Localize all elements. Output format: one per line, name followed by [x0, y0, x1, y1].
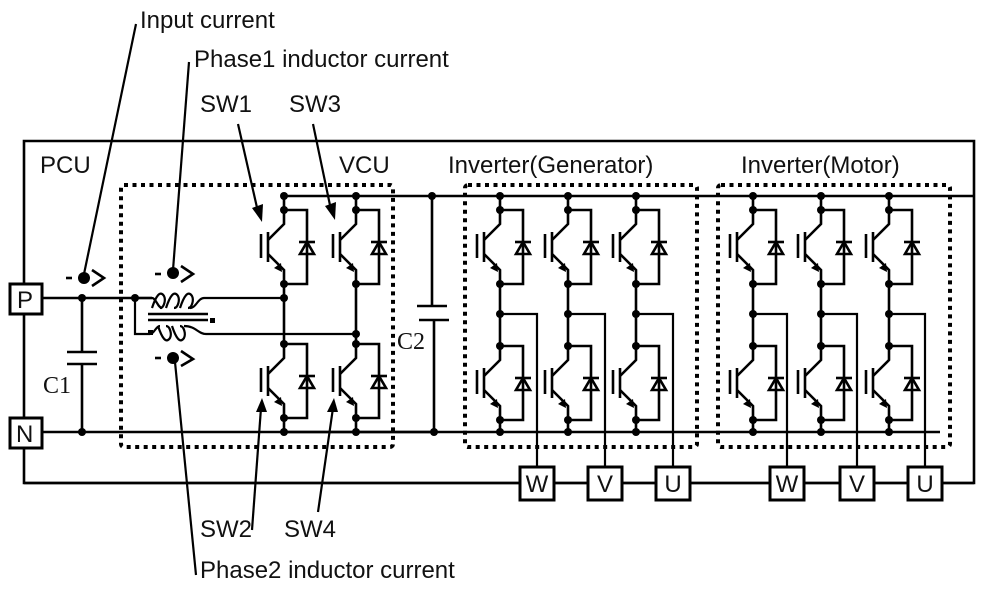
diode-icon [581, 375, 601, 392]
terminal-label: V [597, 471, 613, 498]
sw3-igbt [331, 206, 389, 288]
diode-icon [649, 375, 669, 392]
annotation-leaders [82, 23, 338, 576]
inverter-motor-leg [864, 192, 927, 467]
pcu-label: PCU [40, 152, 91, 179]
input-current-label: Input current [140, 7, 275, 34]
coupled-inductor [131, 292, 356, 342]
diode-icon [513, 375, 533, 392]
terminal-label: V [849, 471, 865, 498]
inverter-generator-dotted-box [463, 183, 699, 449]
sw3-label: SW3 [289, 91, 341, 118]
switch-legs [259, 192, 927, 467]
sw2-label: SW2 [200, 516, 252, 543]
inverter-generator-lower-igbt [475, 342, 533, 424]
sw2-igbt [259, 340, 317, 422]
inverter-generator-label: Inverter(Generator) [448, 152, 653, 179]
inverter-generator-lower-igbt [543, 342, 601, 424]
inverter-motor-upper-igbt [864, 206, 922, 288]
terminal-motor-u: U [906, 465, 944, 502]
inverter-motor-upper-igbt [796, 206, 854, 288]
inverter-motor-lower-igbt [728, 342, 786, 424]
inverter-motor-upper-igbt [728, 206, 786, 288]
terminal-motor-v: V [838, 465, 876, 502]
terminal-p-label: P [17, 287, 33, 314]
inverter-motor-dotted-box [716, 183, 952, 449]
sw1-label: SW1 [200, 91, 252, 118]
terminal-n: N [8, 416, 44, 450]
inverter-motor-leg [728, 192, 789, 467]
vcu-leg [331, 192, 389, 436]
phase2-current-label: Phase2 inductor current [200, 557, 455, 584]
terminal-label: W [526, 471, 549, 498]
diode-icon [369, 239, 389, 256]
terminal-generator-v: V [586, 465, 624, 502]
diode-icon [834, 239, 854, 256]
vcu-dotted-box [119, 183, 395, 449]
vcu-label: VCU [339, 152, 390, 179]
input-current-arrow [66, 268, 107, 288]
phase2-current-arrow [155, 349, 196, 368]
sw4-igbt [331, 340, 389, 422]
terminal-p: P [8, 282, 44, 316]
terminal-label: U [664, 471, 681, 498]
inverter-generator-upper-igbt [543, 206, 601, 288]
phase1-current-arrow [155, 264, 196, 284]
diode-icon [766, 375, 786, 392]
diode-icon [766, 239, 786, 256]
terminal-generator-u: U [654, 465, 692, 502]
diode-icon [902, 375, 922, 392]
diode-icon [297, 239, 317, 256]
phase1-current-label: Phase1 inductor current [194, 46, 449, 73]
terminal-motor-w: W [768, 465, 806, 502]
inverter-motor-label: Inverter(Motor) [741, 152, 900, 179]
inverter-generator-leg [611, 192, 675, 467]
sw1-igbt [259, 206, 317, 288]
diode-icon [581, 239, 601, 256]
terminal-n-label: N [16, 421, 33, 448]
diode-icon [369, 373, 389, 390]
vcu-leg [259, 192, 317, 436]
inverter-motor-lower-igbt [864, 342, 922, 424]
diode-icon [834, 375, 854, 392]
terminal-generator-w: W [518, 465, 556, 502]
terminal-label: U [916, 471, 933, 498]
c1-label: C1 [43, 373, 71, 399]
diode-icon [513, 239, 533, 256]
inverter-generator-leg [543, 192, 607, 467]
diode-icon [902, 239, 922, 256]
inverter-generator-leg [475, 192, 539, 467]
inverter-generator-upper-igbt [611, 206, 669, 288]
dc-bus [284, 192, 974, 436]
inverter-generator-upper-igbt [475, 206, 533, 288]
input-wiring [42, 294, 430, 436]
diode-icon [649, 239, 669, 256]
diode-icon [297, 373, 317, 390]
terminal-label: W [776, 471, 799, 498]
sw4-label: SW4 [284, 516, 336, 543]
c2-label: C2 [397, 329, 425, 355]
inverter-generator-lower-igbt [611, 342, 669, 424]
inverter-motor-leg [796, 192, 859, 467]
inverter-motor-lower-igbt [796, 342, 854, 424]
